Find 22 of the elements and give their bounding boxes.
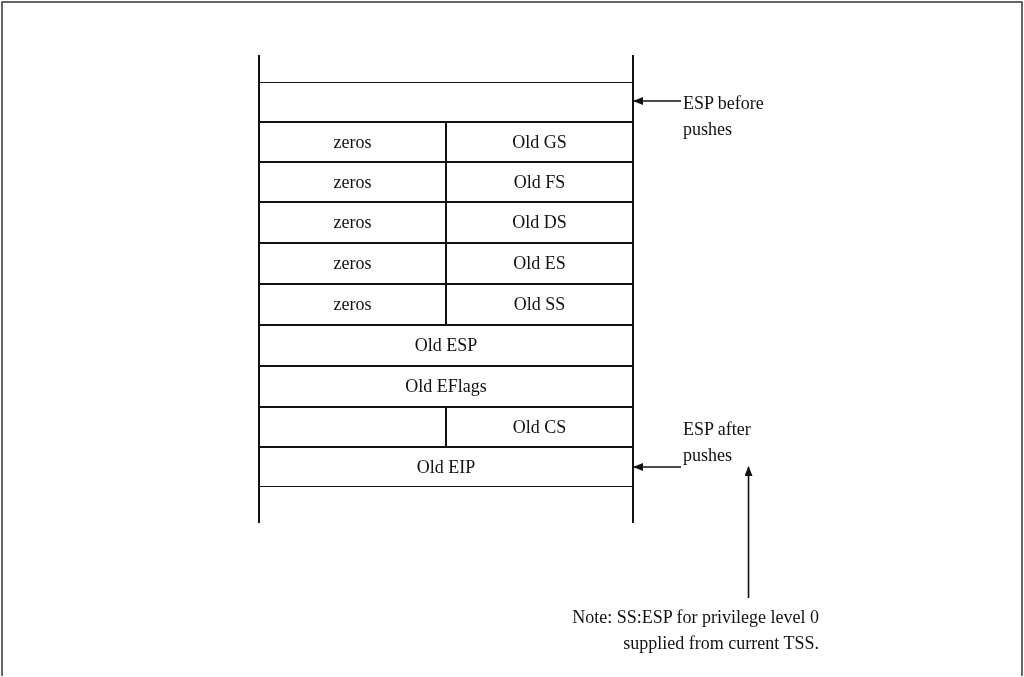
- arrow: [633, 463, 682, 471]
- stack-cell: zeros: [259, 162, 446, 202]
- arrow: [744, 466, 753, 599]
- arrow: [633, 97, 682, 105]
- stack-cell: zeros: [259, 202, 446, 243]
- stack-cell: [259, 407, 446, 447]
- stack-cell: zeros: [259, 243, 446, 284]
- stack-cell: Old FS: [446, 162, 633, 202]
- stack-cell: zeros: [259, 122, 446, 162]
- stack-cell: Old EFlags: [259, 366, 633, 407]
- stack-cell: Old ESP: [259, 325, 633, 366]
- stack-cell: Old SS: [446, 284, 633, 325]
- stack-cell: Old GS: [446, 122, 633, 162]
- pointer-label: ESP before pushes: [683, 90, 767, 140]
- note-text: Note: SS:ESP for privilege level 0 supplied from current TSS.: [543, 604, 819, 660]
- stack-cell: Old DS: [446, 202, 633, 243]
- stack-cell: Old EIP: [259, 447, 633, 487]
- stack-cell: zeros: [259, 284, 446, 325]
- pointer-label: ESP after pushes: [683, 416, 767, 466]
- stack-cell: Old CS: [446, 407, 633, 447]
- stack-cell: Old ES: [446, 243, 633, 284]
- stack-cell: [259, 82, 633, 122]
